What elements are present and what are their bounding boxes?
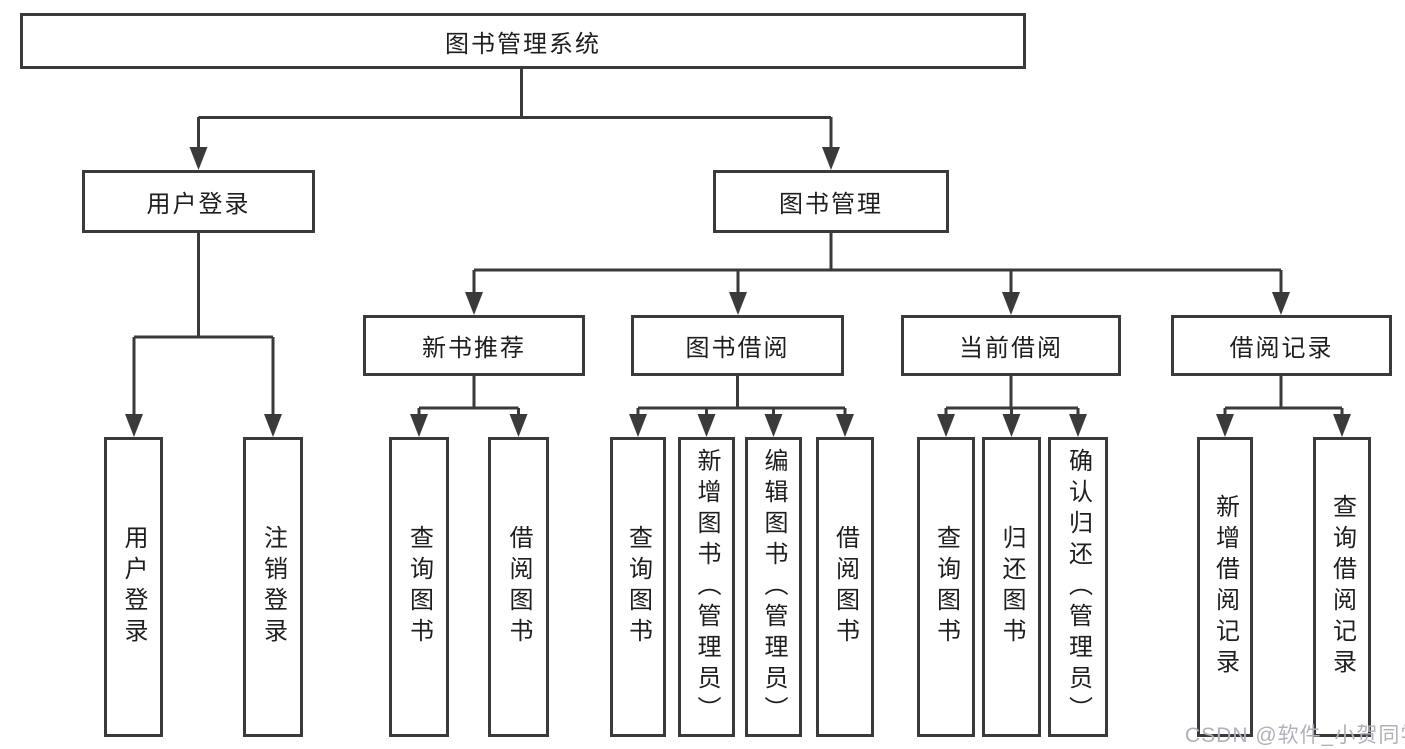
leaf-user-login: 用户登录 [104, 437, 163, 737]
leaf-confirm-return-admin: 确认归还（管理员） [1048, 437, 1108, 737]
leaf-add-borrow-record: 新增借阅记录 [1197, 437, 1253, 737]
arrowhead-icon [937, 414, 955, 437]
leaf-logout: 注销登录 [243, 437, 303, 737]
leaf-return-books: 归还图书 [982, 437, 1041, 737]
leaf-query-books-current: 查询图书 [917, 437, 975, 737]
arrowhead-icon [822, 147, 840, 170]
arrowhead-icon [729, 292, 747, 315]
leaf-query-borrow-record: 查询借阅记录 [1313, 437, 1371, 737]
leaf-add-book-admin: 新增图书（管理员） [678, 437, 735, 737]
arrowhead-icon [410, 414, 428, 437]
arrowhead-icon [1333, 414, 1351, 437]
arrowhead-icon [1002, 414, 1021, 437]
arrowhead-icon [264, 414, 282, 437]
leaf-borrow-books-recommend: 借阅图书 [488, 437, 549, 737]
node-book-borrow: 图书借阅 [631, 315, 844, 376]
node-borrow-records: 借阅记录 [1171, 315, 1392, 376]
node-user-login: 用户登录 [82, 170, 315, 233]
arrowhead-icon [465, 292, 483, 315]
node-book-management: 图书管理 [713, 170, 949, 233]
arrowhead-icon [1002, 292, 1020, 315]
connector-root [197, 69, 833, 150]
leaf-query-books-recommend: 查询图书 [389, 437, 449, 737]
arrowhead-icon [125, 414, 143, 437]
connector-book-borrow [636, 376, 847, 417]
arrowhead-icon [1216, 414, 1234, 437]
connector-borrow-records [1223, 376, 1344, 417]
node-root-book-management-system: 图书管理系统 [20, 13, 1026, 69]
watermark: CSDN @软件_小贺同学 [1185, 724, 1405, 747]
connector-user-login [132, 233, 275, 417]
arrowhead-icon [189, 147, 208, 170]
arrowhead-icon [1069, 414, 1087, 437]
arrowhead-icon [1272, 292, 1290, 315]
arrowhead-icon [509, 414, 528, 437]
arrowhead-icon [764, 414, 783, 437]
node-new-book-recommend: 新书推荐 [363, 315, 585, 376]
leaf-edit-book-admin: 编辑图书（管理员） [745, 437, 802, 737]
node-current-borrow: 当前借阅 [901, 315, 1121, 376]
leaf-query-books-borrow: 查询图书 [610, 437, 666, 737]
connector-new-book-recommend [417, 376, 520, 417]
arrowhead-icon [697, 414, 716, 437]
connector-book-management [472, 233, 1283, 295]
arrowhead-icon [629, 414, 647, 437]
connector-current-borrow [944, 376, 1080, 417]
arrowhead-icon [836, 414, 854, 437]
leaf-borrow-books: 借阅图书 [816, 437, 874, 737]
